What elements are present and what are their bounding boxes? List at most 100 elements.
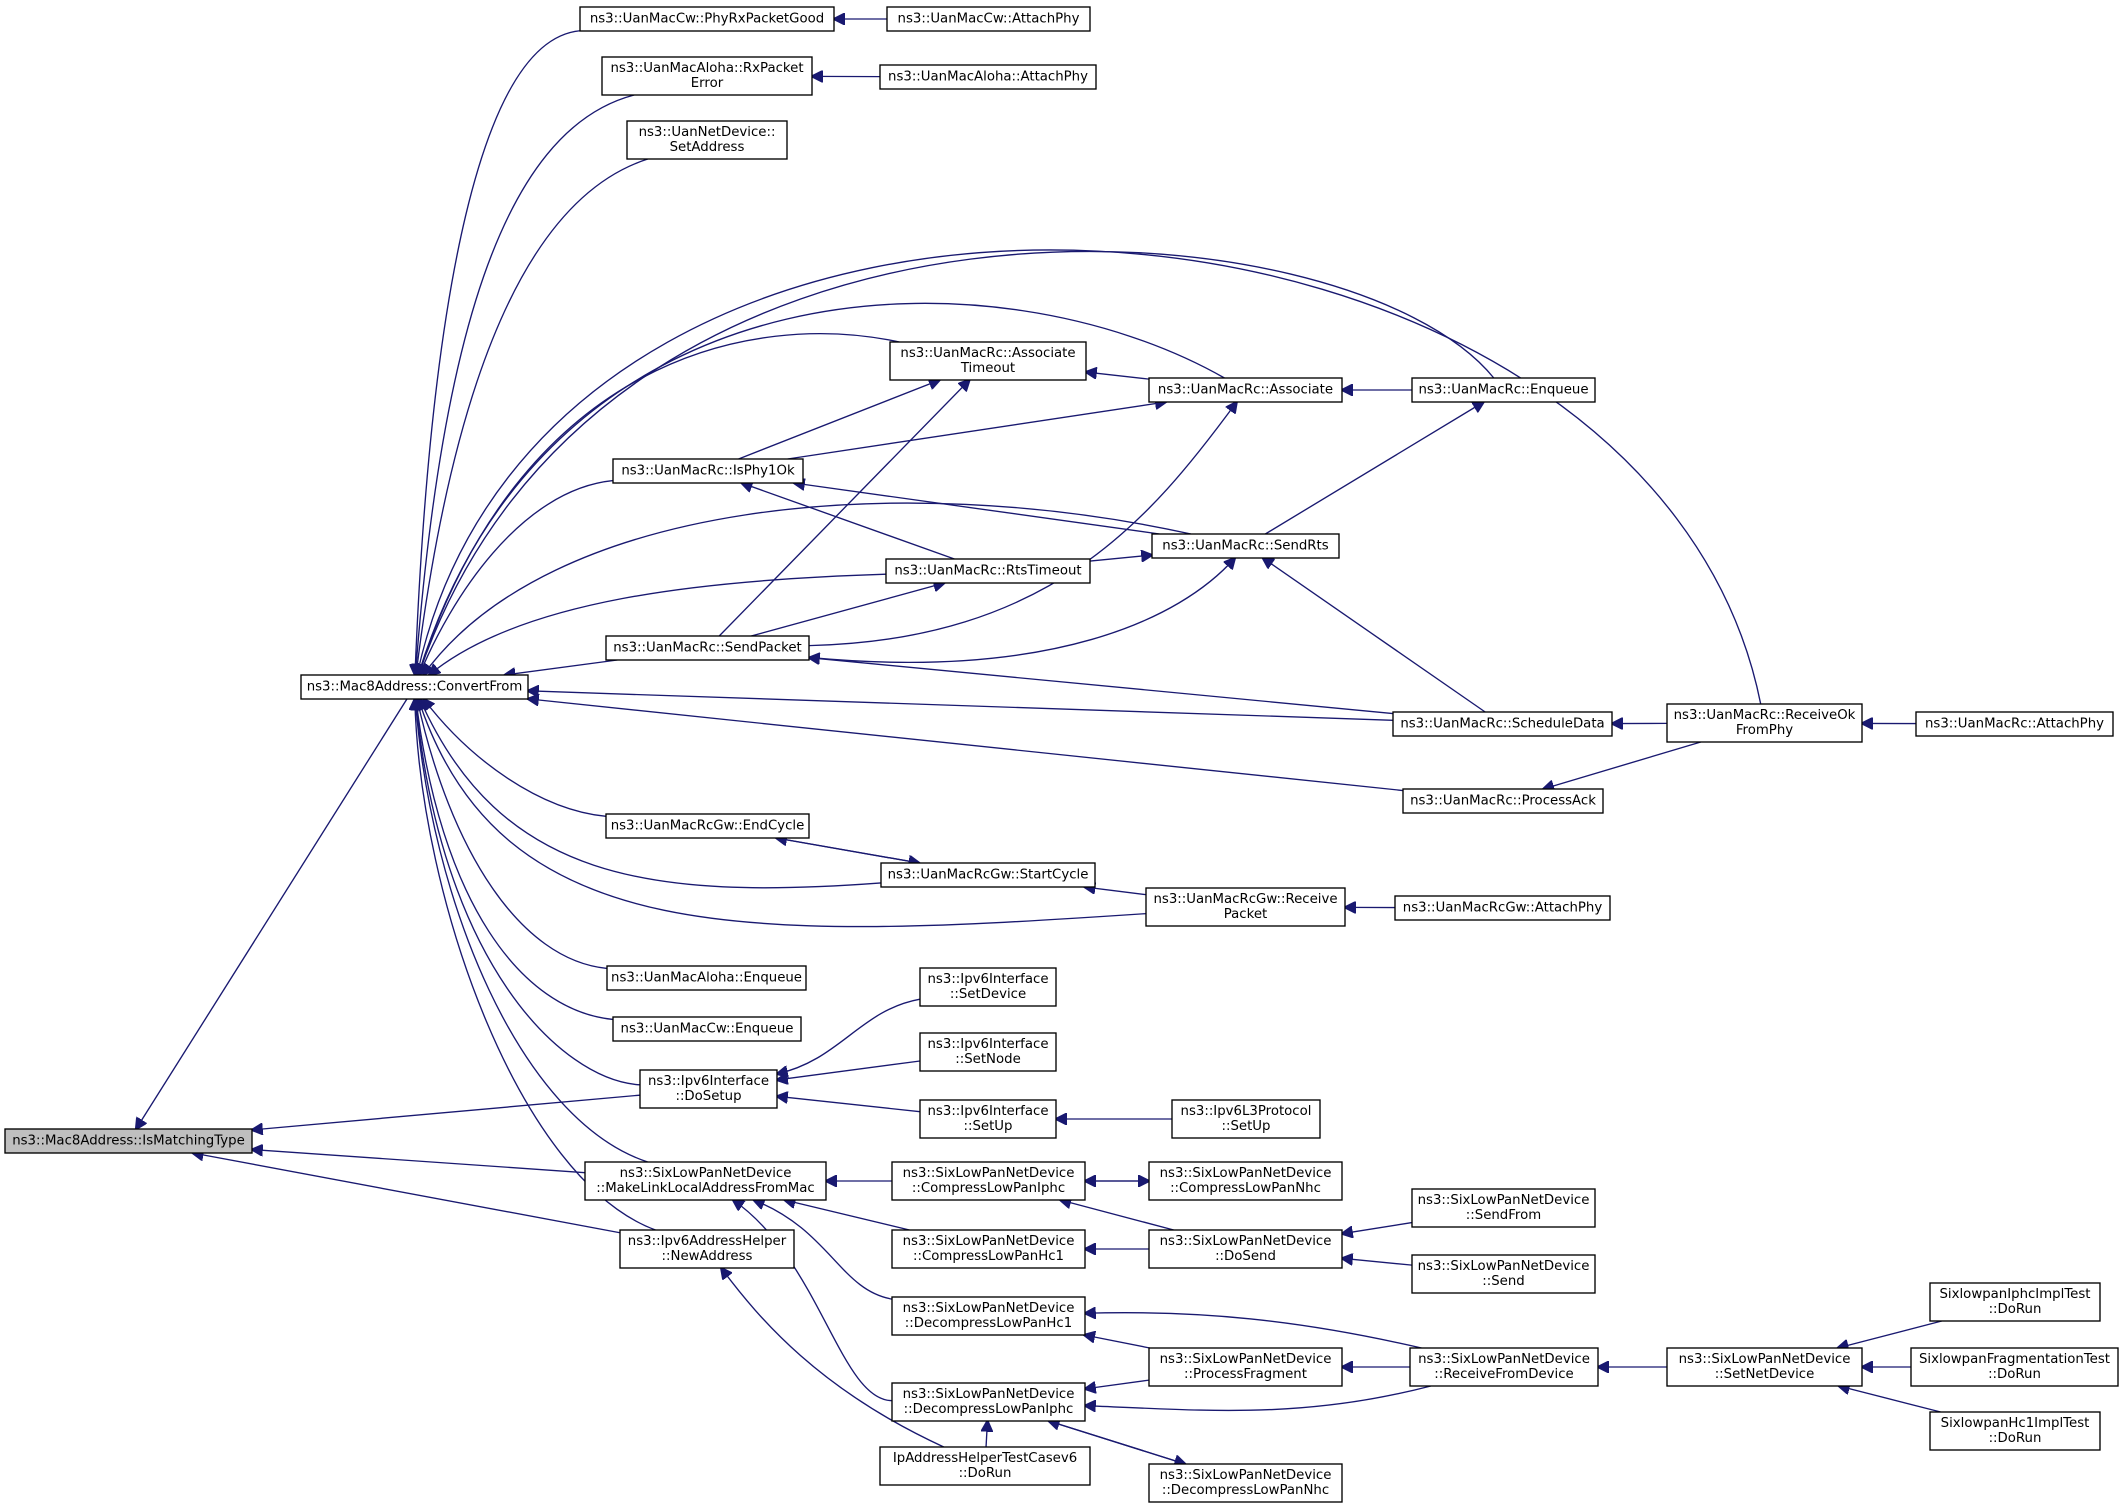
edge-path [415, 699, 648, 1163]
edge-path [742, 483, 955, 560]
node-label: ::SetDevice [950, 987, 1026, 1002]
node-iphc_test[interactable]: SixlowpanIphcImplTest::DoRun [1929, 1282, 2101, 1322]
node-six_dosend[interactable]: ns3::SixLowPanNetDevice::DoSend [1148, 1229, 1343, 1269]
node-label: ::SetNetDevice [1715, 1367, 1815, 1382]
node-six_decompressnhc[interactable]: ns3::SixLowPanNetDevice::DecompressLowPa… [1148, 1463, 1343, 1503]
edge-path [1085, 1385, 1432, 1410]
node-ipaddr_test[interactable]: IpAddressHelperTestCasev6::DoRun [879, 1446, 1091, 1486]
call-edge-rc_associate-to-rc_assoctimeout [1086, 372, 1150, 380]
edge-path [416, 699, 641, 1086]
node-rc_isphy1ok[interactable]: ns3::UanMacRc::IsPhy1Ok [612, 458, 804, 484]
call-edge-aloha_rxerror-to-convertfrom [415, 94, 635, 675]
node-ipv6helper_newaddress[interactable]: ns3::Ipv6AddressHelper::NewAddress [619, 1229, 795, 1269]
node-rcgw_endcycle[interactable]: ns3::UanMacRcGw::EndCycle [605, 813, 810, 839]
node-six_setnetdevice[interactable]: ns3::SixLowPanNetDevice::SetNetDevice [1666, 1347, 1863, 1387]
node-six_sendfrom[interactable]: ns3::SixLowPanNetDevice::SendFrom [1411, 1188, 1596, 1228]
call-edge-rc_sendpacket-to-rc_associate [808, 402, 1237, 647]
node-label: ns3::SixLowPanNetDevice [1418, 1352, 1590, 1367]
node-label: ::DecompressLowPanHc1 [905, 1316, 1072, 1331]
node-label: ns3::UanMacRc::ProcessAck [1410, 794, 1596, 809]
call-edge-rc_sendpacket-to-rc_sendrts [808, 558, 1235, 663]
call-edge-ipv6if_setdevice-to-ipv6if_dosetup [777, 998, 921, 1074]
node-label: SixlowpanHc1ImplTest [1941, 1416, 2090, 1431]
node-box [1411, 377, 1596, 403]
call-edge-rc_isphy1ok-to-rc_associate [787, 402, 1166, 460]
node-cw_phyrxgood[interactable]: ns3::UanMacCw::PhyRxPacketGood [579, 6, 835, 32]
node-label: ns3::SixLowPanNetDevice [903, 1166, 1075, 1181]
node-label: ns3::SixLowPanNetDevice [1160, 1468, 1332, 1483]
call-edge-rc_scheduledata-to-rc_sendrts [1263, 558, 1486, 713]
node-ipv6if_setdevice[interactable]: ns3::Ipv6Interface::SetDevice [919, 967, 1057, 1007]
node-netdev_setaddress[interactable]: ns3::UanNetDevice::SetAddress [626, 120, 788, 160]
edge-path [1265, 402, 1483, 535]
node-rcgw_startcycle[interactable]: ns3::UanMacRcGw::StartCycle [880, 862, 1096, 888]
edge-path [986, 1421, 987, 1448]
node-six_decompresshc1[interactable]: ns3::SixLowPanNetDevice::DecompressLowPa… [891, 1296, 1086, 1336]
node-six_receivefromdevice[interactable]: ns3::SixLowPanNetDevice::ReceiveFromDevi… [1409, 1347, 1599, 1387]
node-aloha_enqueue[interactable]: ns3::UanMacAloha::Enqueue [606, 965, 807, 991]
edge-path [1838, 1320, 1942, 1348]
node-cw_attachphy[interactable]: ns3::UanMacCw::AttachPhy [886, 6, 1091, 32]
node-rcgw_attachphy[interactable]: ns3::UanMacRcGw::AttachPhy [1394, 895, 1611, 921]
node-six_compresshc1[interactable]: ns3::SixLowPanNetDevice::CompressLowPanH… [891, 1229, 1086, 1269]
call-edge-ipaddr_test-to-six_decompressiphc [986, 1421, 987, 1448]
call-edge-ipaddr_test-to-ipv6helper_newaddress [721, 1268, 945, 1448]
node-box [919, 967, 1057, 1007]
node-cw_enqueue[interactable]: ns3::UanMacCw::Enqueue [612, 1016, 802, 1042]
node-label: ::CompressLowPanHc1 [913, 1249, 1064, 1264]
node-rc_associate[interactable]: ns3::UanMacRc::Associate [1148, 377, 1343, 403]
node-six_processfragment[interactable]: ns3::SixLowPanNetDevice::ProcessFragment [1148, 1347, 1343, 1387]
edge-path [252, 1150, 586, 1174]
node-six_compressnhc[interactable]: ns3::SixLowPanNetDevice::CompressLowPanN… [1148, 1161, 1343, 1201]
edge-path [1342, 1221, 1413, 1234]
node-six_decompressiphc[interactable]: ns3::SixLowPanNetDevice::DecompressLowPa… [891, 1382, 1086, 1422]
node-rc_enqueue[interactable]: ns3::UanMacRc::Enqueue [1411, 377, 1596, 403]
node-aloha_attachphy[interactable]: ns3::UanMacAloha::AttachPhy [879, 64, 1097, 90]
edge-path [419, 250, 1495, 675]
node-ipv6if_dosetup[interactable]: ns3::Ipv6Interface::DoSetup [639, 1069, 778, 1109]
node-six_makelinklocal[interactable]: ns3::SixLowPanNetDevice::MakeLinkLocalAd… [584, 1161, 827, 1201]
node-label: IpAddressHelperTestCasev6 [893, 1451, 1077, 1466]
node-rc_sendrts[interactable]: ns3::UanMacRc::SendRts [1151, 533, 1340, 559]
edge-path [1085, 1313, 1422, 1349]
call-edge-rc_sendrts-to-rc_enqueue [1265, 402, 1483, 535]
node-label: ::DecompressLowPanIphc [904, 1402, 1074, 1417]
node-ipv6if_setup[interactable]: ns3::Ipv6Interface::SetUp [919, 1099, 1057, 1139]
node-hc1_test[interactable]: SixlowpanHc1ImplTest::DoRun [1929, 1411, 2101, 1451]
node-six_send[interactable]: ns3::SixLowPanNetDevice::Send [1411, 1254, 1596, 1294]
node-box [891, 1229, 1086, 1269]
node-box [1148, 1161, 1343, 1201]
node-label: ::SetNode [955, 1052, 1021, 1067]
node-label: ::DoRun [1989, 1431, 2042, 1446]
node-box [619, 1229, 795, 1269]
node-box [1411, 1188, 1596, 1228]
node-rc_scheduledata[interactable]: ns3::UanMacRc::ScheduleData [1392, 711, 1613, 737]
node-six_compressiphc[interactable]: ns3::SixLowPanNetDevice::CompressLowPanI… [891, 1161, 1086, 1201]
node-frag_test[interactable]: SixlowpanFragmentationTest::DoRun [1910, 1347, 2119, 1387]
edge-path [808, 558, 1235, 663]
node-rc_sendpacket[interactable]: ns3::UanMacRc::SendPacket [605, 635, 810, 661]
node-label: ns3::UanMacRc::SendRts [1162, 539, 1328, 554]
edge-path [415, 94, 635, 675]
node-ismatchingtype[interactable]: ns3::Mac8Address::IsMatchingType [4, 1128, 253, 1154]
node-box [1929, 1411, 2101, 1451]
node-convertfrom[interactable]: ns3::Mac8Address::ConvertFrom [300, 674, 529, 700]
node-label: ns3::UanMacCw::Enqueue [621, 1022, 794, 1037]
node-ipv6if_setnode[interactable]: ns3::Ipv6Interface::SetNode [919, 1032, 1057, 1072]
node-ipv6l3_setup[interactable]: ns3::Ipv6L3Protocol::SetUp [1171, 1099, 1321, 1139]
edge-path [1060, 1200, 1174, 1231]
node-rc_processack[interactable]: ns3::UanMacRc::ProcessAck [1402, 788, 1604, 814]
edge-path [193, 1153, 621, 1234]
node-box [891, 1382, 1086, 1422]
node-box [1151, 533, 1340, 559]
node-rc_attachphy[interactable]: ns3::UanMacRc::AttachPhy [1915, 711, 2114, 737]
call-edge-six_compresshc1-to-six_makelinklocal [785, 1200, 910, 1231]
edge-path [418, 699, 1147, 928]
node-box [1915, 711, 2114, 737]
node-rc_rtstimeout[interactable]: ns3::UanMacRc::RtsTimeout [885, 558, 1091, 584]
node-box [4, 1128, 253, 1154]
